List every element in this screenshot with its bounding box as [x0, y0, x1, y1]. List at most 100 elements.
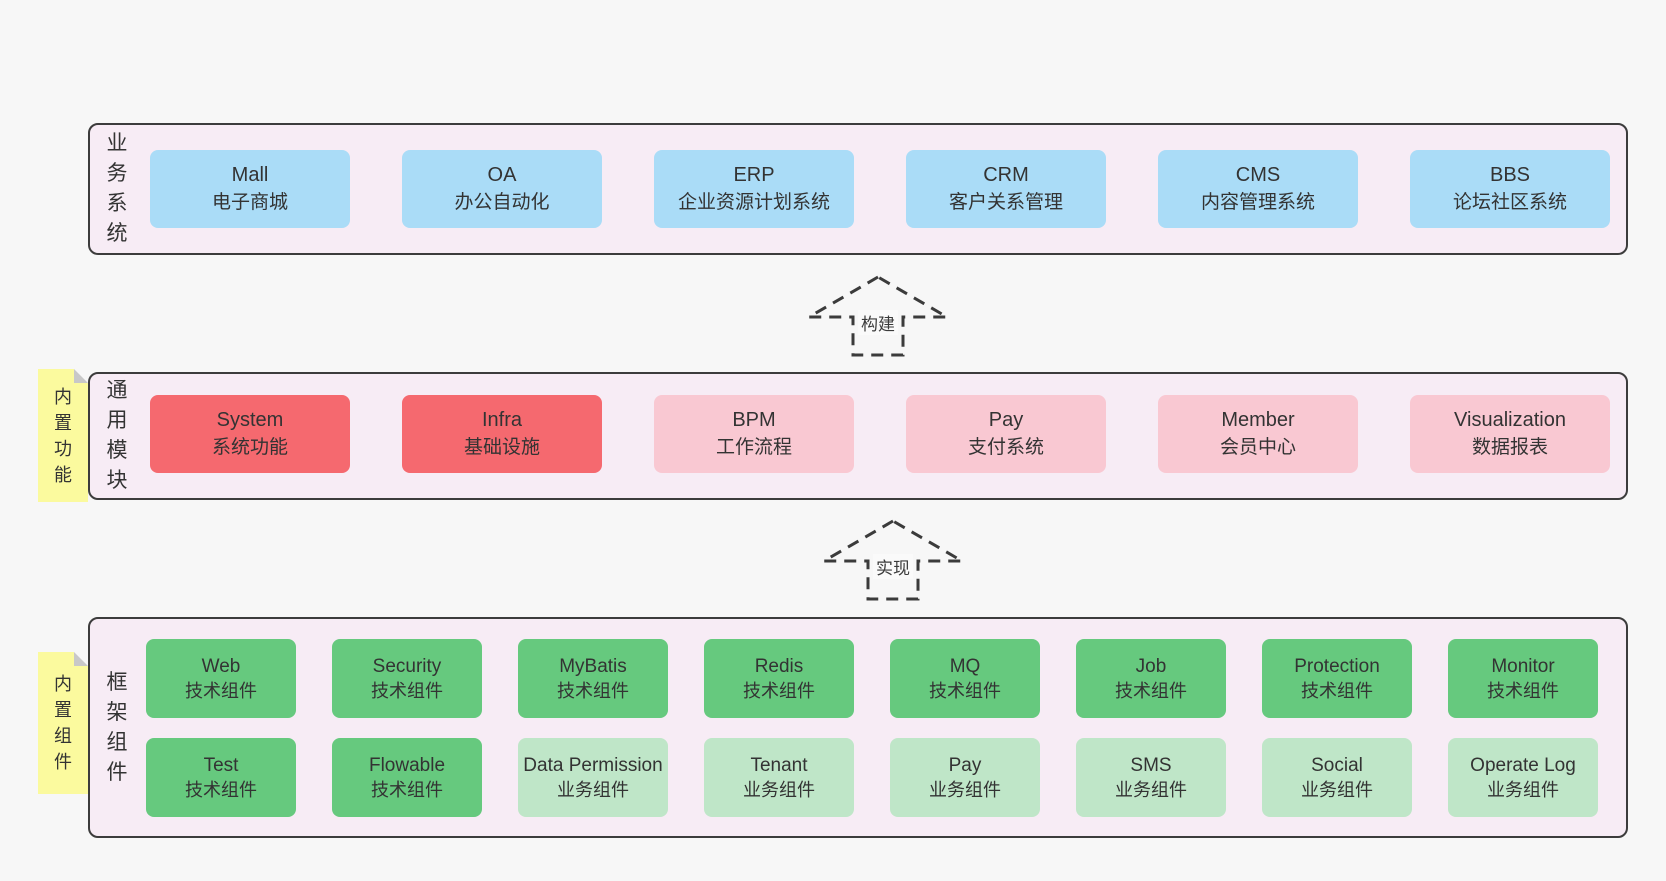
box-erp: ERP 企业资源计划系统 — [654, 150, 854, 228]
box-monitor: Monitor 技术组件 — [1448, 639, 1598, 718]
up-arrow-icon — [806, 275, 950, 357]
box-infra: Infra 基础设施 — [402, 395, 602, 473]
box-subtitle: 业务组件 — [1301, 779, 1373, 800]
box-redis: Redis 技术组件 — [704, 639, 854, 718]
modules-boxes-row: System 系统功能 Infra 基础设施 BPM 工作流程 Pay 支付系统… — [150, 395, 1610, 473]
box-title: MyBatis — [559, 655, 627, 677]
box-title: Security — [372, 655, 442, 677]
box-oa: OA 办公自动化 — [402, 150, 602, 228]
arrow-implement: 实现 — [821, 518, 965, 602]
box-subtitle: 技术组件 — [1115, 680, 1187, 701]
box-subtitle: 数据报表 — [1471, 437, 1548, 458]
box-subtitle: 电子商城 — [211, 192, 288, 213]
sticky-note-built-in-functions: 内置功能 — [38, 369, 88, 502]
band-business-systems: 业务系统 Mall 电子商城 OA 办公自动化 ERP 企业资源计划系统 CRM… — [88, 123, 1628, 255]
box-pay-biz: Pay 业务组件 — [890, 738, 1040, 817]
box-title: Flowable — [368, 754, 446, 776]
box-subtitle: 业务组件 — [1115, 779, 1187, 800]
band-framework-components: 框架组件 Web 技术组件 Security 技术组件 MyBatis 技术组件… — [88, 617, 1628, 838]
box-title: Infra — [481, 409, 523, 431]
box-flowable: Flowable 技术组件 — [332, 738, 482, 817]
box-subtitle: 办公自动化 — [454, 192, 550, 213]
box-subtitle: 技术组件 — [557, 680, 629, 701]
box-social: Social 业务组件 — [1262, 738, 1412, 817]
box-subtitle: 客户关系管理 — [948, 192, 1063, 213]
box-subtitle: 系统功能 — [211, 437, 288, 458]
box-subtitle: 技术组件 — [929, 680, 1001, 701]
box-subtitle: 内容管理系统 — [1200, 192, 1315, 213]
box-title: System — [216, 409, 284, 431]
box-title: Operate Log — [1470, 754, 1576, 776]
band-framework-label: 框架组件 — [106, 670, 128, 784]
box-title: Job — [1135, 655, 1167, 677]
box-title: Test — [203, 754, 239, 776]
box-title: SMS — [1130, 754, 1172, 776]
box-crm: CRM 客户关系管理 — [906, 150, 1106, 228]
box-subtitle: 技术组件 — [1487, 680, 1559, 701]
box-subtitle: 业务组件 — [743, 779, 815, 800]
box-data-permission: Data Permission 业务组件 — [518, 738, 668, 817]
box-title: ERP — [733, 164, 775, 186]
box-title: Protection — [1294, 655, 1380, 677]
sticky-note-built-in-components: 内置组件 — [38, 652, 88, 794]
box-subtitle: 技术组件 — [185, 680, 257, 701]
box-web: Web 技术组件 — [146, 639, 296, 718]
box-title: CRM — [983, 164, 1029, 186]
band-modules-label: 通用模块 — [106, 379, 128, 492]
box-bpm: BPM 工作流程 — [654, 395, 854, 473]
box-subtitle: 论坛社区系统 — [1452, 192, 1567, 213]
box-subtitle: 支付系统 — [967, 437, 1044, 458]
box-title: Tenant — [750, 754, 808, 776]
box-subtitle: 技术组件 — [371, 779, 443, 800]
box-bbs: BBS 论坛社区系统 — [1410, 150, 1610, 228]
box-subtitle: 业务组件 — [929, 779, 1001, 800]
box-mq: MQ 技术组件 — [890, 639, 1040, 718]
box-cms: CMS 内容管理系统 — [1158, 150, 1358, 228]
box-title: Redis — [754, 655, 804, 677]
box-subtitle: 业务组件 — [1487, 779, 1559, 800]
box-mybatis: MyBatis 技术组件 — [518, 639, 668, 718]
box-test: Test 技术组件 — [146, 738, 296, 817]
box-title: Data Permission — [523, 754, 663, 776]
box-subtitle: 业务组件 — [557, 779, 629, 800]
box-system: System 系统功能 — [150, 395, 350, 473]
business-boxes-row: Mall 电子商城 OA 办公自动化 ERP 企业资源计划系统 CRM 客户关系… — [150, 150, 1610, 228]
box-title: Monitor — [1491, 655, 1555, 677]
box-title: BPM — [732, 409, 776, 431]
framework-row-1: Web 技术组件 Security 技术组件 MyBatis 技术组件 Redi… — [146, 639, 1598, 718]
box-subtitle: 工作流程 — [715, 437, 792, 458]
band-common-modules: 通用模块 System 系统功能 Infra 基础设施 BPM 工作流程 Pay… — [88, 372, 1628, 500]
box-protection: Protection 技术组件 — [1262, 639, 1412, 718]
box-tenant: Tenant 业务组件 — [704, 738, 854, 817]
box-title: MQ — [949, 655, 981, 677]
sticky-note-text: 内置功能 — [54, 386, 72, 485]
box-sms: SMS 业务组件 — [1076, 738, 1226, 817]
sticky-note-text: 内置组件 — [54, 674, 72, 772]
box-subtitle: 基础设施 — [463, 437, 540, 458]
box-job: Job 技术组件 — [1076, 639, 1226, 718]
box-title: Web — [201, 655, 241, 677]
up-arrow-icon — [821, 519, 965, 601]
box-title: Pay — [948, 754, 982, 776]
arrow-build: 构建 — [806, 274, 950, 358]
box-title: OA — [487, 164, 517, 186]
box-subtitle: 技术组件 — [743, 680, 815, 701]
box-security: Security 技术组件 — [332, 639, 482, 718]
box-subtitle: 企业资源计划系统 — [677, 192, 830, 213]
box-subtitle: 技术组件 — [371, 680, 443, 701]
arrow-build-label: 构建 — [858, 310, 898, 335]
box-pay: Pay 支付系统 — [906, 395, 1106, 473]
box-title: Visualization — [1454, 409, 1566, 431]
arrow-implement-label: 实现 — [873, 554, 913, 579]
box-member: Member 会员中心 — [1158, 395, 1358, 473]
box-title: Member — [1221, 409, 1295, 431]
box-subtitle: 技术组件 — [1301, 680, 1373, 701]
box-mall: Mall 电子商城 — [150, 150, 350, 228]
box-operate-log: Operate Log 业务组件 — [1448, 738, 1598, 817]
box-title: Pay — [988, 409, 1024, 431]
framework-row-2: Test 技术组件 Flowable 技术组件 Data Permission … — [146, 738, 1598, 817]
box-visualization: Visualization 数据报表 — [1410, 395, 1610, 473]
band-business-label: 业务系统 — [106, 132, 128, 245]
box-title: Social — [1311, 754, 1363, 776]
